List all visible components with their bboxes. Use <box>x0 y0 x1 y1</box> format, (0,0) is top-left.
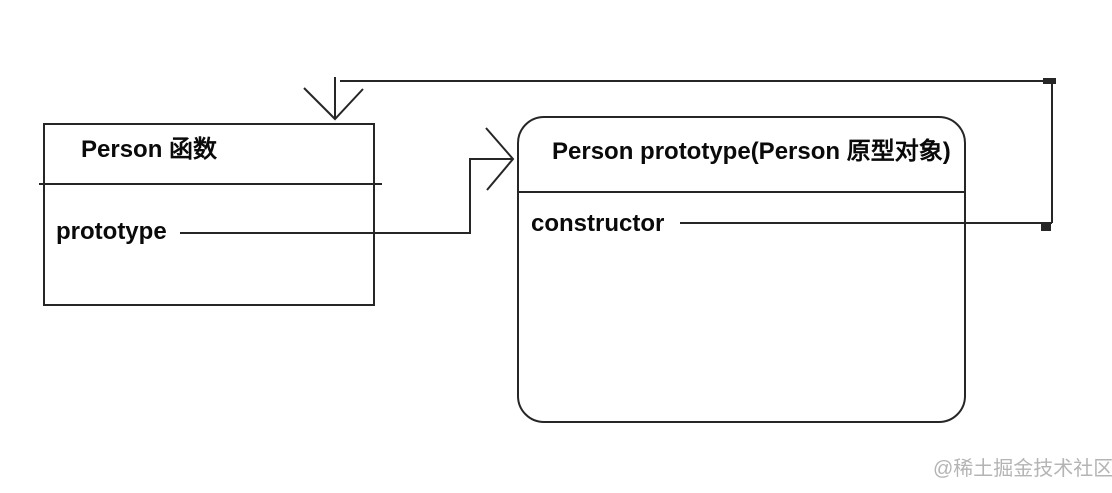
person-prototype-box-outline <box>517 116 966 423</box>
constructor-arrowhead-icon <box>303 87 364 121</box>
prototype-member-label: prototype <box>56 218 167 245</box>
person-prototype-title: Person prototype(Person 原型对象) <box>552 138 951 165</box>
prototype-arrow-line <box>180 158 512 234</box>
corner-dot-top <box>1043 78 1056 84</box>
constructor-member-label: constructor <box>531 210 665 237</box>
person-function-box-outline <box>43 123 375 306</box>
person-function-title: Person 函数 <box>81 136 218 163</box>
watermark: @稀土掘金技术社区 <box>933 458 1112 480</box>
corner-dot-bottom <box>1041 224 1051 231</box>
prototype-arrowhead-icon <box>485 127 515 191</box>
